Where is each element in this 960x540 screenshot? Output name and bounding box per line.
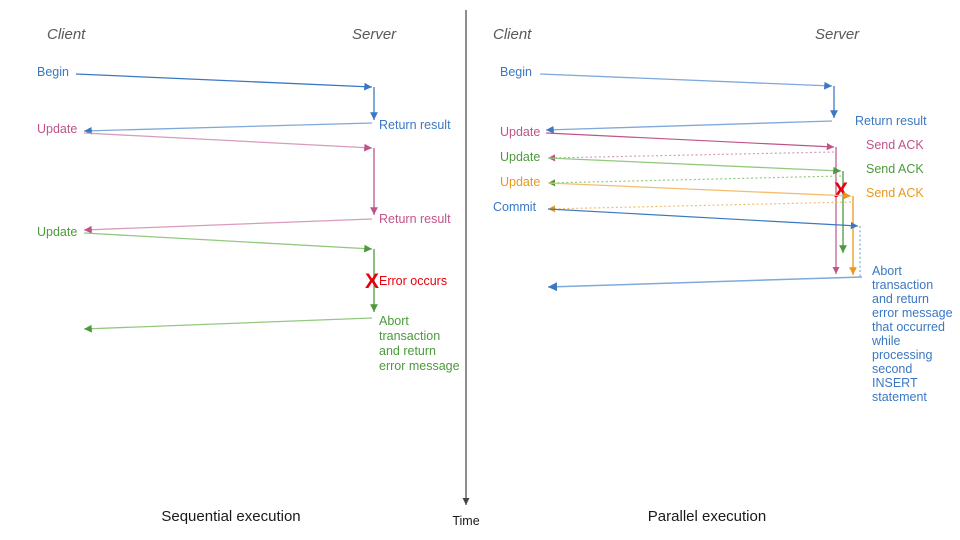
abort-note-line-3-parallel: and return — [872, 292, 929, 306]
arrow-update-3-parallel — [547, 182, 852, 200]
panel-parallel: Client Server Begin Return result Update… — [493, 26, 953, 525]
arrow-update-1-sequential — [83, 132, 373, 152]
label-return-result-1-sequential: Return result — [379, 118, 451, 132]
label-update-1-parallel: Update — [500, 125, 540, 139]
arrow-return-result-parallel — [545, 120, 833, 134]
arrow-send-ack-3-parallel — [547, 201, 852, 213]
label-error-occurs-sequential: Error occurs — [379, 274, 447, 288]
abort-note-line-3-sequential: and return — [379, 344, 436, 358]
abort-note-line-4-parallel: error message — [872, 306, 953, 320]
abort-note-line-1-sequential: Abort — [379, 314, 409, 328]
abort-note-line-9-parallel: INSERT — [872, 376, 918, 390]
label-commit-parallel: Commit — [493, 200, 537, 214]
abort-note-line-2-sequential: transaction — [379, 329, 440, 343]
arrow-begin-parallel — [539, 73, 833, 90]
caption-parallel: Parallel execution — [648, 508, 766, 525]
label-update-3-parallel: Update — [500, 175, 540, 189]
label-send-ack-2-parallel: Send ACK — [866, 162, 924, 176]
abort-note-line-5-parallel: that occurred — [872, 320, 945, 334]
client-actor-label-sequential: Client — [47, 26, 86, 43]
server-actor-label-sequential: Server — [352, 26, 397, 43]
label-begin-parallel: Begin — [500, 65, 532, 79]
label-update-1-sequential: Update — [37, 122, 77, 136]
label-return-result-2-sequential: Return result — [379, 212, 451, 226]
label-update-2-sequential: Update — [37, 225, 77, 239]
arrow-commit-parallel — [547, 208, 859, 230]
abort-note-line-10-parallel: statement — [872, 390, 927, 404]
client-actor-label-parallel: Client — [493, 26, 532, 43]
label-update-2-parallel: Update — [500, 150, 540, 164]
arrow-update-2-parallel — [547, 157, 842, 175]
label-send-ack-1-parallel: Send ACK — [866, 138, 924, 152]
caption-sequential: Sequential execution — [161, 508, 300, 525]
abort-note-line-4-sequential: error message — [379, 359, 460, 373]
label-begin-sequential: Begin — [37, 65, 69, 79]
server-actor-label-parallel: Server — [815, 26, 860, 43]
arrow-send-ack-2-parallel — [547, 175, 842, 187]
arrow-abort-return-parallel — [547, 276, 863, 292]
abort-note-line-7-parallel: processing — [872, 348, 932, 362]
error-x-icon-sequential: X — [365, 270, 379, 293]
abort-note-line-6-parallel: while — [871, 334, 901, 348]
abort-note-line-1-parallel: Abort — [872, 264, 902, 278]
panel-sequential: Client Server Begin Return result Update… — [37, 26, 460, 525]
arrow-update-2-sequential — [83, 232, 373, 253]
label-return-result-parallel: Return result — [855, 114, 927, 128]
error-x-icon-parallel: X — [834, 179, 848, 202]
arrow-send-ack-1-parallel — [547, 151, 835, 162]
time-axis-label: Time — [452, 514, 479, 528]
arrow-begin-sequential — [75, 73, 373, 91]
arrow-abort-return-sequential — [83, 317, 373, 333]
arrow-return-result-2-sequential — [83, 218, 373, 234]
arrow-update-1-parallel — [545, 132, 835, 151]
abort-note-line-2-parallel: transaction — [872, 278, 933, 292]
arrow-return-result-1-sequential — [83, 122, 373, 135]
abort-note-line-8-parallel: second — [872, 362, 912, 376]
label-send-ack-3-parallel: Send ACK — [866, 186, 924, 200]
